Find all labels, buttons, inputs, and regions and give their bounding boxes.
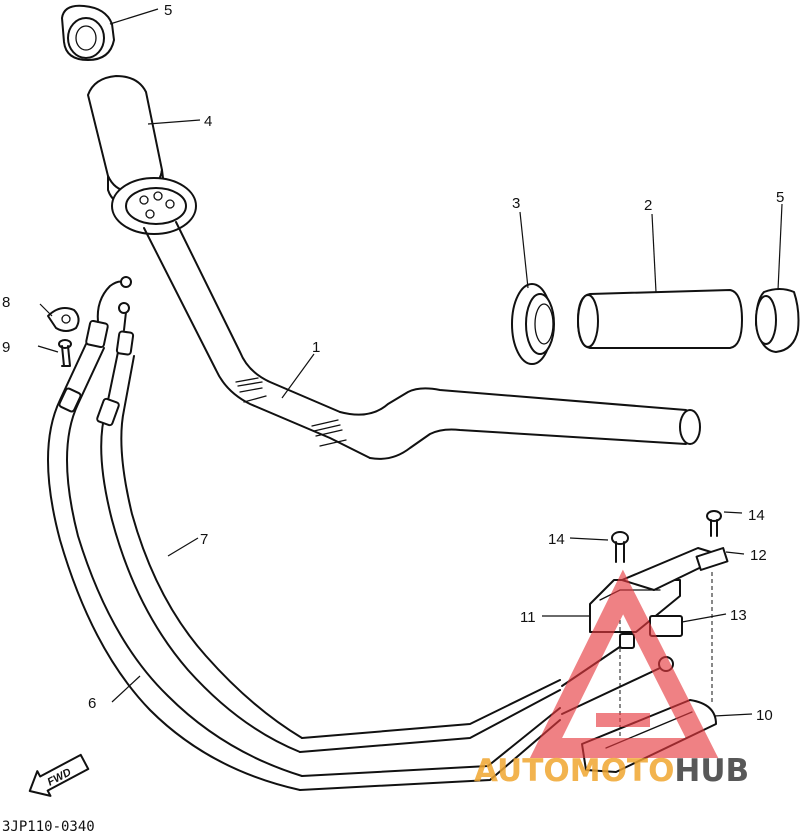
handlebar	[143, 221, 701, 460]
watermark-hub: HUB	[674, 753, 749, 789]
callout-14-right: 14	[748, 507, 765, 524]
callout-1: 1	[312, 339, 320, 356]
grip-end-top	[61, 4, 115, 61]
callout-4: 4	[204, 113, 212, 130]
screw-part-9	[58, 339, 72, 367]
watermark-moto: MOTO	[570, 753, 675, 789]
throttle-cables	[47, 276, 674, 791]
grip-end-right	[755, 288, 800, 353]
throttle-collar	[111, 177, 197, 235]
clip-part-8	[47, 307, 80, 332]
callout-5-top: 5	[164, 2, 172, 19]
callout-2: 2	[644, 197, 652, 214]
watermark-logo: AUTOMOTOHUB	[474, 569, 749, 789]
svg-text:AUTOMOTOHUB: AUTOMOTOHUB	[474, 753, 749, 789]
leader-lines	[37, 8, 783, 717]
fwd-arrow: FWD	[28, 753, 90, 797]
callout-11: 11	[520, 609, 536, 626]
throttle-sleeve-collar	[511, 283, 555, 365]
callout-6: 6	[88, 695, 96, 712]
callout-9: 9	[2, 339, 10, 356]
callout-3: 3	[512, 195, 520, 212]
callout-8: 8	[2, 294, 10, 311]
callout-5-right: 5	[776, 189, 784, 206]
callout-14-left: 14	[548, 531, 565, 548]
right-grip	[577, 289, 743, 349]
callout-10: 10	[756, 707, 773, 724]
callout-13: 13	[730, 607, 747, 624]
watermark-auto: AUTO	[474, 753, 570, 789]
drawing-code: 3JP110-0340	[2, 819, 95, 833]
callout-7: 7	[200, 531, 208, 548]
callout-12: 12	[750, 547, 767, 564]
callout-labels: 5 4 3 2 5 1 8 9 7 6 14 14 12 11 13 10	[2, 2, 784, 724]
